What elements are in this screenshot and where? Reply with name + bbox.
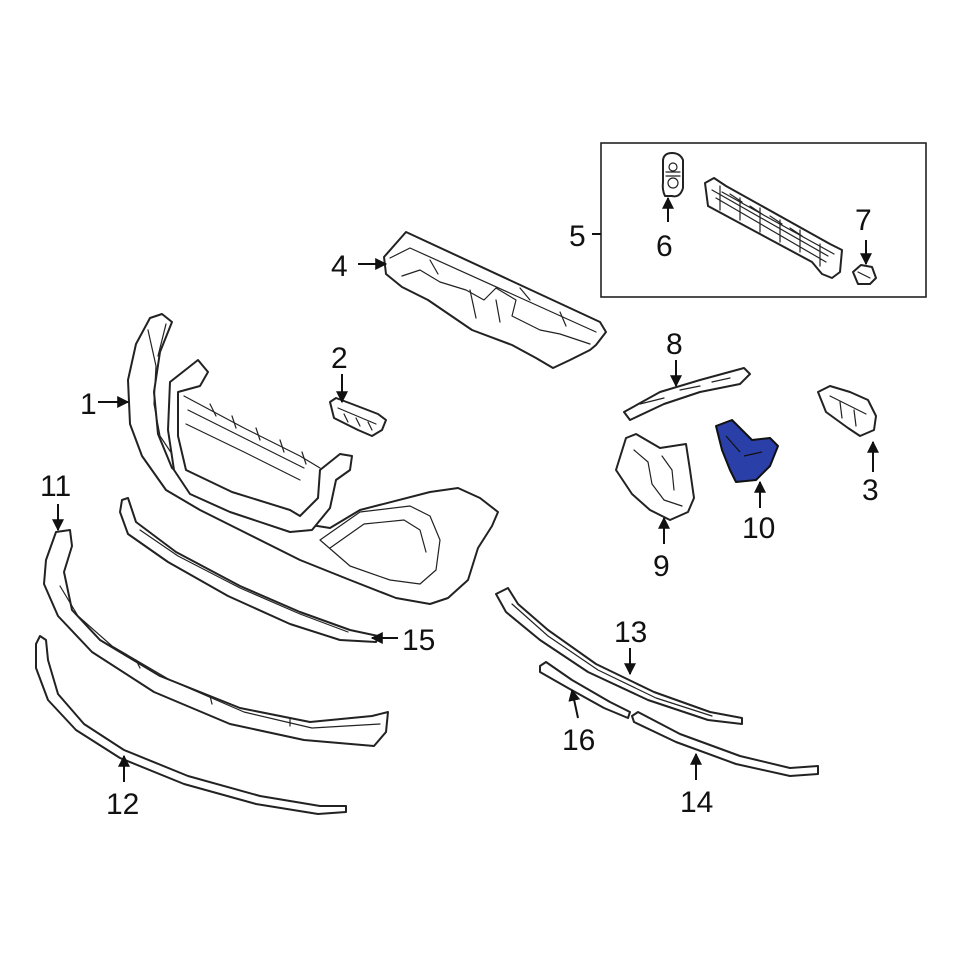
part-6-bracket[interactable] bbox=[661, 152, 684, 198]
leader-lines bbox=[52, 196, 879, 782]
part-11-valance[interactable] bbox=[43, 529, 389, 747]
callout-1: 1 bbox=[80, 388, 97, 421]
callout-3: 3 bbox=[862, 474, 879, 507]
callout-7: 7 bbox=[855, 204, 872, 237]
callout-4: 4 bbox=[331, 250, 348, 283]
callout-6: 6 bbox=[656, 230, 673, 263]
part-10-deflector-highlighted[interactable] bbox=[715, 419, 779, 483]
callout-10: 10 bbox=[742, 512, 775, 545]
part-8-strip[interactable] bbox=[623, 367, 751, 421]
part-13-strip[interactable] bbox=[495, 587, 743, 725]
part-5-assembly[interactable] bbox=[704, 177, 843, 279]
callout-8: 8 bbox=[666, 328, 683, 361]
part-7-clip[interactable] bbox=[852, 264, 877, 285]
callout-9: 9 bbox=[653, 550, 670, 583]
callout-12: 12 bbox=[106, 788, 139, 821]
part-4-upper-shield[interactable] bbox=[383, 231, 607, 369]
part-16-strip[interactable] bbox=[539, 661, 631, 719]
part-1-bumper-cover[interactable] bbox=[127, 313, 499, 605]
callout-5: 5 bbox=[569, 220, 586, 253]
callout-16: 16 bbox=[562, 724, 595, 757]
part-3-bracket[interactable] bbox=[817, 385, 877, 437]
callout-15: 15 bbox=[402, 624, 435, 657]
callout-14: 14 bbox=[680, 786, 713, 819]
callout-2: 2 bbox=[331, 342, 348, 375]
part-9-side-bracket[interactable] bbox=[615, 433, 695, 521]
part-1-grille-frame[interactable] bbox=[167, 359, 353, 533]
callout-labels: 1 2 3 4 5 6 7 8 9 10 11 12 13 14 15 16 bbox=[40, 204, 879, 821]
part-12-trim-strip[interactable] bbox=[35, 635, 347, 815]
inset-box-5 bbox=[600, 142, 927, 298]
callout-13: 13 bbox=[614, 616, 647, 649]
part-2-bracket[interactable] bbox=[329, 397, 387, 437]
callout-11: 11 bbox=[40, 470, 71, 503]
part-14-trim[interactable] bbox=[631, 711, 819, 777]
